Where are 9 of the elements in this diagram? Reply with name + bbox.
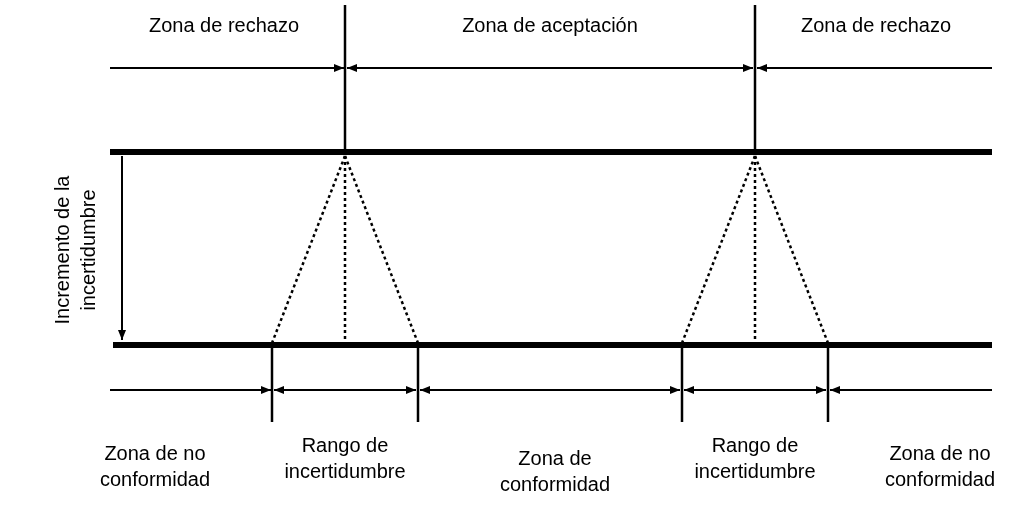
zone-label: Zona de rechazo bbox=[147, 13, 301, 38]
zone-label: Rango de incertidumbre bbox=[283, 433, 407, 484]
zone-label: Zona de rechazo bbox=[799, 13, 953, 38]
zone-label: Zona de no conformidad bbox=[883, 441, 997, 492]
axis-label: Incremento de la incertidumbre bbox=[50, 174, 100, 327]
zone-label: Rango de incertidumbre bbox=[693, 433, 817, 484]
zone-label: Zona de aceptación bbox=[461, 13, 639, 38]
zone-label: Zona de conformidad bbox=[498, 446, 612, 497]
zone-label: Zona de no conformidad bbox=[98, 441, 212, 492]
